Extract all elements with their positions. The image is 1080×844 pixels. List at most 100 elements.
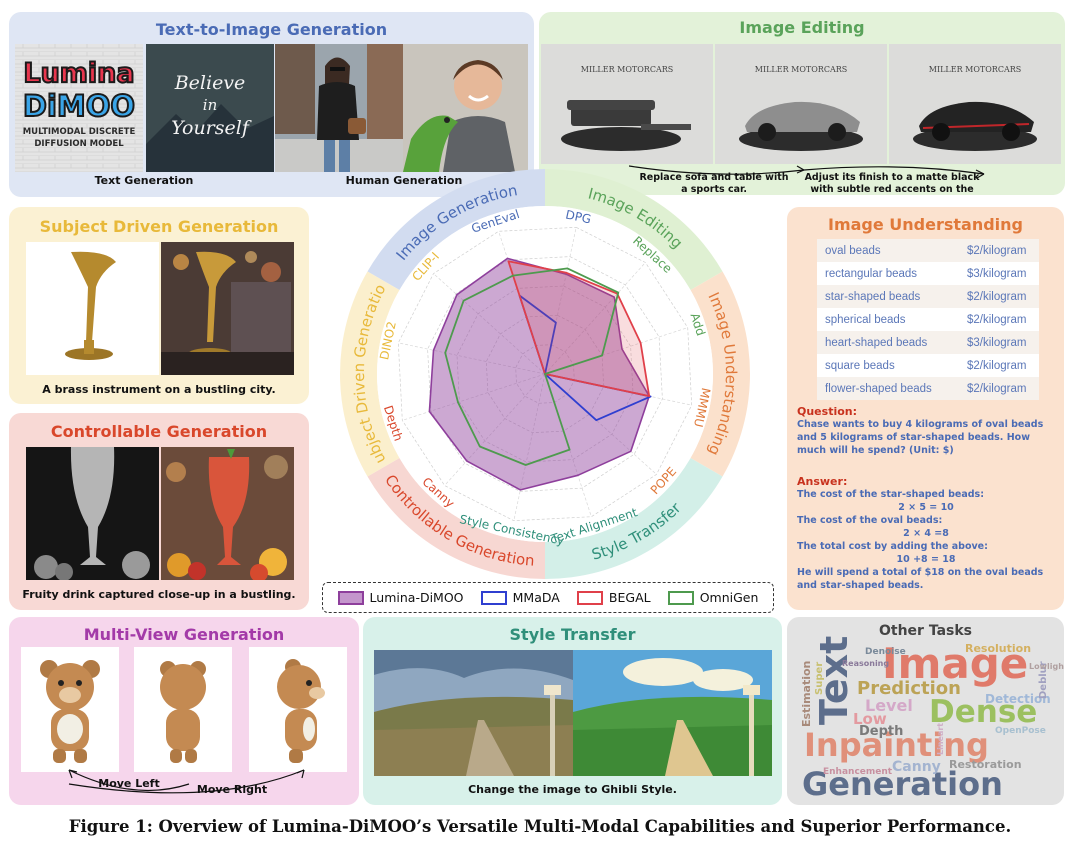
fruity-drink-image (161, 447, 294, 580)
legend-swatch (480, 590, 507, 605)
legend-item: Lumina-DiMOO (337, 590, 464, 605)
legend-label: BEGAL (608, 590, 651, 605)
radar-series-lumina-dimoo (428, 257, 651, 491)
table-cell: spherical beads (825, 313, 906, 326)
script-line2: in (203, 96, 217, 114)
word-cloud-word: Resolution (965, 642, 1032, 655)
price-table: oval beads$2/kilogram rectangular beads$… (817, 239, 1039, 400)
poster-line3: MULTIMODAL DISCRETE (23, 127, 136, 137)
radar-series-omnigen (444, 267, 620, 466)
style-transfer-panel: Style Transfer Change the image to Ghibl… (363, 617, 782, 805)
legend-swatch (337, 590, 364, 605)
answer-block: Answer: The cost of the star-shaped bead… (797, 475, 1055, 592)
word-cloud-word: OpenPose (995, 726, 1046, 736)
showroom-silver-car-image: MILLER MOTORCARS (715, 44, 887, 164)
legend-label: MMaDA (512, 590, 560, 605)
word-cloud-word: Estimation (800, 660, 813, 727)
word-cloud-word: Generation (802, 765, 1003, 803)
legend-item: OmniGen (667, 590, 759, 605)
brass-horn-city-image (161, 242, 294, 375)
edit-flow-arrow (629, 165, 985, 179)
script-line3: Yourself (171, 117, 252, 139)
table-row: oval beads$2/kilogram (817, 239, 1039, 262)
subject-driven-panel: Subject Driven Generation A brass instru… (9, 207, 309, 404)
radar-grid-ring (456, 285, 634, 463)
woman-walking-image (275, 44, 403, 172)
answer-line: The cost of the star-shaped beads: (797, 489, 984, 500)
panel-title: Image Editing (739, 18, 865, 37)
table-row: square beads$2/kilogram (817, 354, 1039, 377)
word-cloud-word: Depth (859, 724, 904, 739)
table-cell: star-shaped beads (825, 290, 921, 303)
legend-item: MMaDA (480, 590, 560, 605)
radar-legend: Lumina-DiMOO MMaDA BEGAL OmniGen (322, 582, 774, 613)
showroom-sofa-image: MILLER MOTORCARS (541, 44, 713, 164)
radar-ring-sector (367, 458, 545, 579)
bear-side-view (249, 647, 347, 772)
controllable-caption: Fruity drink captured close-up in a bust… (22, 588, 296, 601)
script-line1: Believe (174, 72, 246, 94)
text-generation-caption: Text Generation (94, 174, 194, 187)
question-text: Chase wants to buy 4 kilograms of oval b… (797, 419, 1044, 456)
table-cell: $2/kilogram (967, 382, 1027, 395)
figure-caption: Figure 1: Overview of Lumina-DiMOO’s Ver… (68, 817, 1012, 836)
text-to-image-panel: Text-to-Image Generation Lumina DiMOO MU… (9, 12, 534, 197)
legend-swatch (667, 590, 694, 605)
table-cell: $2/kilogram (967, 290, 1027, 303)
table-row: flower-shaped beads $2/kilogram (817, 377, 1039, 400)
subject-caption: A brass instrument on a bustling city. (42, 383, 276, 396)
radar-ring-sector (367, 169, 545, 290)
panel-title: Subject Driven Generation (39, 217, 279, 236)
word-cloud-word: Canny (892, 759, 941, 775)
word-cloud-word: Super (814, 661, 825, 695)
legend-label: OmniGen (699, 590, 759, 605)
controllable-generation-panel: Controllable Generation Fruity drink cap… (9, 413, 309, 610)
word-cloud-word: Image (882, 639, 1029, 688)
believe-in-yourself-image: Believe in Yourself (146, 44, 274, 172)
question-block: Question: Chase wants to buy 4 kilograms… (797, 405, 1055, 457)
move-left-label: Move Left (98, 777, 160, 790)
panel-title: Text-to-Image Generation (155, 20, 388, 39)
radar-ring-sector (545, 169, 723, 290)
sign-text: MILLER MOTORCARS (581, 65, 673, 74)
poster-line4: DIFFUSION MODEL (34, 139, 124, 149)
table-cell: rectangular beads (825, 267, 918, 280)
word-cloud-word: Restoration (949, 758, 1022, 771)
word-cloud-word: Enhancement (823, 767, 893, 777)
panel-title: Multi-View Generation (83, 625, 285, 644)
radar-ring (340, 169, 750, 579)
showroom-black-car-image: MILLER MOTORCARS (889, 44, 1061, 164)
legend-swatch (576, 590, 603, 605)
panel-title: Image Understanding (827, 215, 1023, 234)
multi-view-panel: Multi-View Generation (9, 617, 359, 805)
answer-line: 2 × 5 = 10 (898, 502, 954, 513)
word-cloud-word: Dense (929, 694, 1038, 730)
legend-item: BEGAL (576, 590, 651, 605)
table-row: spherical beads $2/kilogram (817, 308, 1039, 331)
poster-line1: Lumina (23, 58, 134, 89)
sign-text: MILLER MOTORCARS (755, 65, 847, 74)
word-cloud-word: Reasoning (842, 659, 890, 668)
table-cell: oval beads (825, 244, 881, 257)
radar-axis-label: Add (687, 311, 707, 337)
radar-grid-ring (397, 226, 693, 522)
bear-back-view (134, 647, 232, 772)
legend-label: Lumina-DiMOO (369, 590, 464, 605)
table-cell: flower-shaped beads (825, 382, 932, 395)
word-cloud-word: Lineart (936, 722, 945, 755)
style-transfer-caption: Change the image to Ghibli Style. (468, 783, 677, 796)
lumina-poster-image: Lumina DiMOO MULTIMODAL DISCRETE DIFFUSI… (15, 44, 143, 172)
answer-label: Answer: (797, 475, 848, 488)
answer-line: 10 +8 = 18 (896, 554, 956, 565)
edit-caption-1: Replace sofa and table with a sports car… (639, 172, 789, 195)
word-cloud-word: Inpainting (804, 726, 989, 764)
radar-series (428, 257, 652, 491)
move-right-label: Move Right (196, 783, 268, 796)
radar-ring-sector (690, 271, 750, 477)
table-cell: heart-shaped beads (825, 336, 928, 349)
depth-map-image (26, 447, 159, 580)
word-cloud-word: Denoise (865, 647, 906, 657)
table-cell: $2/kilogram (967, 313, 1027, 326)
word-cloud-word: Level (865, 696, 913, 715)
table-cell: square beads (825, 359, 895, 372)
